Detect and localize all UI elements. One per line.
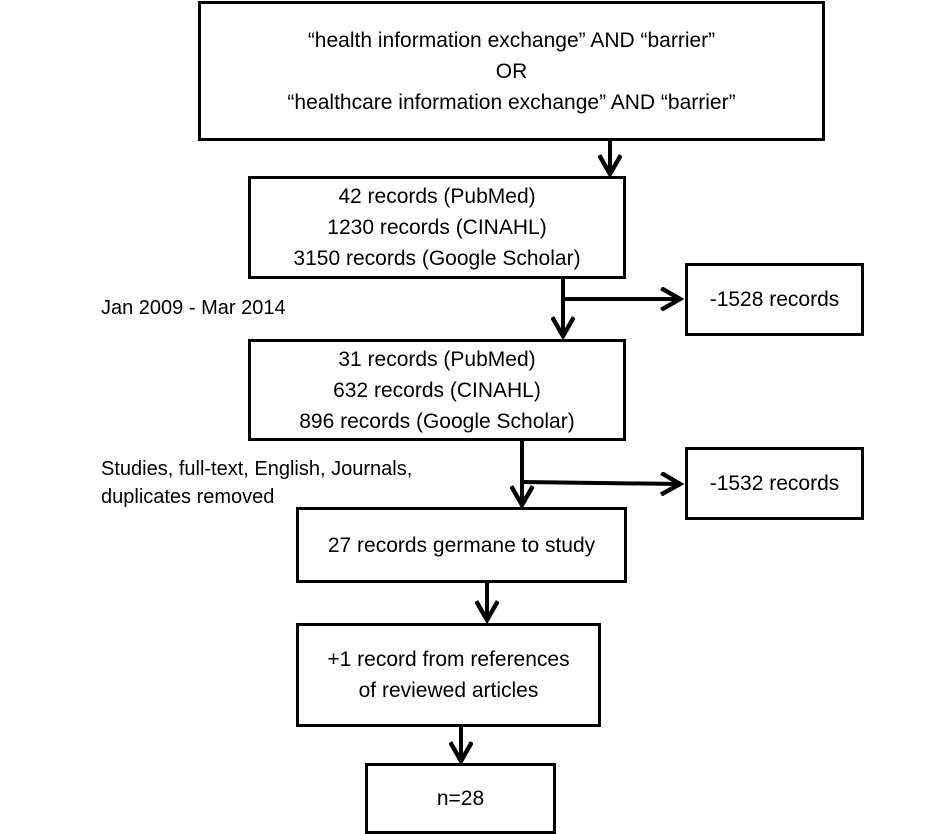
criteria-line: Studies, full-text, English, Journals, [101,458,413,480]
date-filter-label: Jan 2009 - Mar 2014 [101,297,286,319]
record-count-line: 1230 records (CINAHL) [327,216,547,239]
criteria-note: Studies, full-text, English, Journals, d… [101,455,412,511]
search-query-line: “healthcare information exchange” AND “b… [287,90,736,114]
exclusion-count: -1528 records [709,288,840,311]
exclusion-box-2: -1532 records [685,447,864,520]
arrow-to-exclusion-2 [521,482,680,484]
record-count-line: 896 records (Google Scholar) [299,409,575,433]
references-box: +1 record from references of reviewed ar… [296,623,601,727]
germane-label: 27 records germane to study [327,533,596,557]
final-count-box: n=28 [365,763,556,834]
germane-records-box: 27 records germane to study [296,507,627,583]
final-count: n=28 [436,787,485,810]
references-line: of reviewed articles [358,679,539,702]
references-line: +1 record from references [327,648,570,671]
record-count-line: 31 records (PubMed) [338,347,536,371]
record-count-line: 3150 records (Google Scholar) [293,247,581,270]
filtered-records-box: 31 records (PubMed) 632 records (CINAHL)… [248,339,626,441]
initial-records-box: 42 records (PubMed) 1230 records (CINAHL… [248,176,626,279]
search-query-box: “health information exchange” AND “barri… [198,1,825,141]
criteria-line: duplicates removed [101,486,275,508]
search-query-line: “health information exchange” AND “barri… [307,28,716,52]
exclusion-box-1: -1528 records [685,263,864,336]
exclusion-count: -1532 records [709,472,840,495]
record-count-line: 42 records (PubMed) [338,185,536,208]
record-count-line: 632 records (CINAHL) [333,378,541,402]
search-query-line: OR [495,59,528,83]
date-filter-note: Jan 2009 - Mar 2014 [101,294,286,322]
